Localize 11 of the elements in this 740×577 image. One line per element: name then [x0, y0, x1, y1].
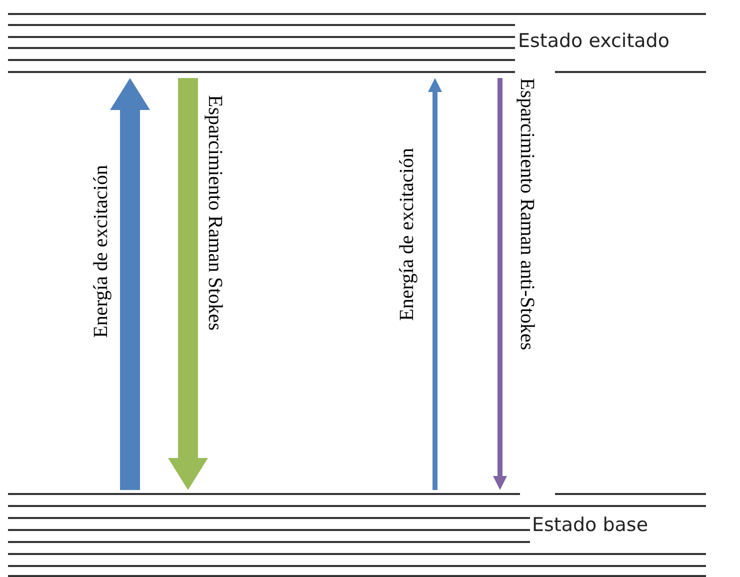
- edge-label: Esparcimiento Raman anti-Stokes: [515, 78, 538, 350]
- energy-level-band: [8, 490, 706, 577]
- edge-label: Energía de excitación: [396, 148, 419, 321]
- energy-level-label: Estado excitado: [518, 30, 670, 52]
- arrow: [168, 78, 208, 490]
- energy-level-label: Estado base: [532, 514, 648, 536]
- edge-label: Esparcimiento Raman Stokes: [203, 95, 226, 331]
- arrow: [110, 78, 150, 490]
- arrow: [428, 78, 442, 490]
- arrow: [493, 78, 507, 490]
- edge-label: Energía de excitación: [90, 165, 113, 338]
